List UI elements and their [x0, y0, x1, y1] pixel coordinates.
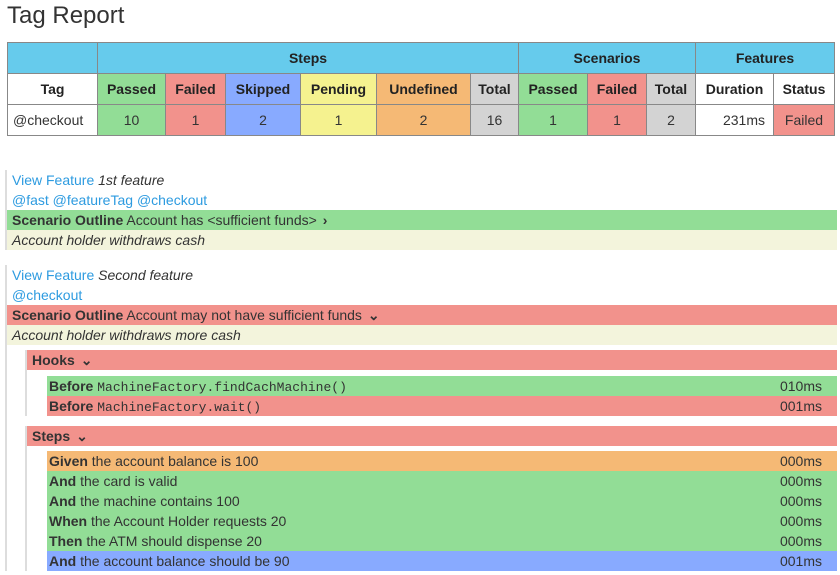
status-cell: Failed — [773, 104, 835, 136]
cell: 1 — [518, 104, 588, 136]
step-keyword: Given — [49, 453, 88, 469]
feature-name: Second feature — [98, 267, 194, 283]
table-row: @checkout 10 1 2 1 2 16 1 1 2 231ms Fail… — [7, 104, 835, 136]
step-keyword: And — [49, 493, 77, 509]
step-keyword: And — [49, 553, 77, 569]
step-keyword: Then — [49, 533, 83, 549]
col-steps-skipped: Skipped — [225, 73, 301, 105]
step-row: Given the account balance is 100 000ms — [47, 451, 837, 471]
hook-keyword: Before — [49, 398, 94, 414]
scenario-keyword: Scenario Outline — [12, 212, 124, 228]
step-duration: 000ms — [779, 513, 822, 529]
step-text: the Account Holder requests 20 — [91, 513, 287, 529]
col-scenarios-failed: Failed — [587, 73, 647, 105]
cell: 2 — [225, 104, 301, 136]
col-steps-pending: Pending — [300, 73, 377, 105]
step-row: And the machine contains 100 000ms — [47, 491, 837, 511]
col-steps-failed: Failed — [165, 73, 226, 105]
cell: 1 — [300, 104, 377, 136]
duration-cell: 231ms — [695, 104, 774, 136]
steps-header[interactable]: Steps ⌄ — [27, 426, 837, 446]
tag-report-table: Steps Scenarios Features Tag Passed Fail… — [7, 42, 835, 136]
col-steps-undefined: Undefined — [376, 73, 471, 105]
col-tag: Tag — [7, 73, 98, 105]
feature-2: View Feature Second feature @checkout Sc… — [5, 265, 837, 571]
step-duration: 001ms — [779, 553, 822, 569]
step-row: And the account balance should be 90 001m… — [47, 551, 837, 571]
hooks-section: Hooks ⌄ Before MachineFactory.findCachMac… — [25, 350, 837, 416]
step-text: the ATM should dispense 20 — [86, 533, 262, 549]
tag-link[interactable]: @fast — [12, 192, 49, 208]
cell: 1 — [587, 104, 647, 136]
chevron-down-icon[interactable]: ⌄ — [76, 428, 88, 444]
col-steps-passed: Passed — [97, 73, 166, 105]
hooks-header[interactable]: Hooks ⌄ — [27, 350, 837, 370]
col-scenarios-passed: Passed — [518, 73, 588, 105]
tag-link[interactable]: @checkout — [136, 192, 208, 208]
cell: 2 — [376, 104, 471, 136]
step-keyword: When — [49, 513, 88, 529]
hook-row: Before MachineFactory.wait() 001ms — [47, 396, 837, 416]
hook-method: MachineFactory.wait() — [97, 400, 262, 415]
step-keyword: And — [49, 473, 77, 489]
step-row: When the Account Holder requests 20 000ms — [47, 511, 837, 531]
header-scenarios: Scenarios — [518, 42, 696, 74]
step-duration: 000ms — [779, 533, 822, 549]
chevron-right-icon[interactable]: › — [322, 212, 328, 228]
chevron-down-icon[interactable]: ⌄ — [367, 307, 380, 323]
step-text: the account balance is 100 — [91, 453, 259, 469]
step-row: And the card is valid 000ms — [47, 471, 837, 491]
steps-section: Steps ⌄ Given the account balance is 100 0… — [25, 426, 837, 571]
scenario-keyword: Scenario Outline — [12, 307, 124, 323]
header-empty — [7, 42, 98, 74]
scenario-description: Account holder withdraws cash — [7, 230, 837, 250]
step-text: the account balance should be 90 — [80, 553, 290, 569]
tag-link[interactable]: @featureTag — [52, 192, 134, 208]
chevron-down-icon[interactable]: ⌄ — [80, 352, 93, 368]
tag-link[interactable]: @checkout — [12, 287, 83, 303]
tag-cell[interactable]: @checkout — [7, 104, 98, 136]
step-text: the card is valid — [80, 473, 178, 489]
scenario-description: Account holder withdraws more cash — [7, 325, 837, 345]
cell: 2 — [646, 104, 696, 136]
scenario-header[interactable]: Scenario Outline Account has <sufficient… — [7, 210, 837, 230]
col-steps-total: Total — [470, 73, 519, 105]
step-duration: 000ms — [779, 473, 822, 489]
col-scenarios-total: Total — [646, 73, 696, 105]
step-text: the machine contains 100 — [80, 493, 240, 509]
hook-duration: 001ms — [779, 398, 822, 414]
hook-method: MachineFactory.findCachMachine() — [97, 380, 347, 395]
view-feature-link[interactable]: View Feature — [12, 172, 95, 188]
page-title: Tag Report — [7, 2, 125, 29]
cell: 16 — [470, 104, 519, 136]
hook-keyword: Before — [49, 378, 94, 394]
steps-label: Steps — [32, 428, 71, 444]
cell: 1 — [165, 104, 226, 136]
scenario-name: Account may not have sufficient funds — [126, 307, 362, 323]
scenario-name: Account has <sufficient funds> — [126, 212, 317, 228]
cell: 10 — [97, 104, 166, 136]
header-steps: Steps — [97, 42, 519, 74]
step-duration: 000ms — [779, 493, 822, 509]
scenario-header[interactable]: Scenario Outline Account may not have su… — [7, 305, 837, 325]
feature-name: 1st feature — [98, 172, 165, 188]
hooks-label: Hooks — [32, 352, 75, 368]
hook-row: Before MachineFactory.findCachMachine() 0… — [47, 376, 837, 396]
feature-1: View Feature 1st feature @fast @featureT… — [5, 170, 837, 250]
col-status: Status — [773, 73, 835, 105]
view-feature-link[interactable]: View Feature — [12, 267, 95, 283]
col-duration: Duration — [695, 73, 774, 105]
step-duration: 000ms — [779, 453, 822, 469]
step-row: Then the ATM should dispense 20 000ms — [47, 531, 837, 551]
hook-duration: 010ms — [779, 378, 822, 394]
header-features: Features — [695, 42, 835, 74]
